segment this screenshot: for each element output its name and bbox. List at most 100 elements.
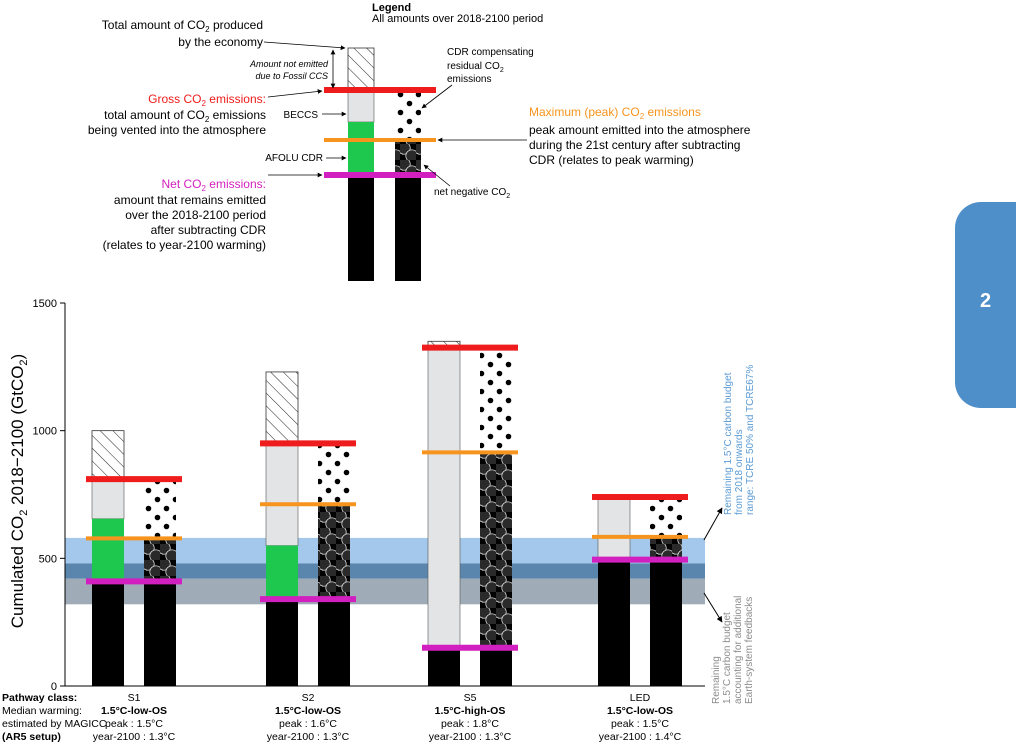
beccs-segment (427, 347, 461, 648)
legend-net-negative-segment (395, 140, 421, 175)
y-tick-label: 500 (39, 553, 57, 565)
net-emissions-segment (598, 559, 630, 686)
net-negative-segment (650, 536, 682, 560)
y-tick-label: 0 (51, 681, 57, 693)
net-emissions-segment-right (144, 581, 176, 686)
net-negative-segment (144, 538, 176, 582)
y-tick-label: 1500 (33, 298, 57, 310)
legend-peak-desc-2: during the 21st century after subtractin… (529, 138, 740, 152)
budget-lower-line1: Remaining (711, 656, 722, 704)
row-labels: Pathway class: Median warming: estimated… (2, 692, 107, 743)
y-ticks: 0 500 1000 1500 (33, 298, 65, 693)
budget-band-overlap (65, 563, 705, 579)
budget-lower-line2: 1.5°C carbon budget (722, 612, 733, 704)
budget-label-upper: Remaining 1.5°C carbon budget from 2018 … (723, 365, 756, 515)
net-emissions-segment-right (650, 559, 682, 686)
beccs-segment (597, 496, 631, 560)
pathway-LED (592, 494, 688, 686)
pathway-S2 (260, 371, 356, 686)
pathway-name: S1 (128, 692, 141, 704)
cdr-compensating-segment (650, 497, 682, 537)
net-emissions-segment-right (318, 599, 350, 686)
legend-cdr-comp-label-3: emissions (447, 74, 491, 85)
legend-ccs-label: Amount not emitted (249, 59, 329, 69)
chart: 0 500 1000 1500 Cumulated CO2 2018−2100 (Gt… (8, 298, 756, 704)
row-label-warming: Median warming: (2, 705, 82, 717)
beccs-segment (265, 443, 299, 546)
cdr-compensating-segment (144, 479, 176, 539)
budget-upper-arrow (703, 507, 723, 541)
pathway-peak-warming: peak : 1.5°C (105, 718, 163, 730)
pathway-2100-warming: year-2100 : 1.3°C (93, 731, 176, 743)
pathway-peak-warming: peak : 1.8°C (441, 718, 499, 730)
y-axis (64, 303, 705, 687)
row-label-setup: (AR5 setup) (2, 731, 61, 743)
legend-net-segment (348, 175, 374, 281)
pathway-2100-warming: year-2100 : 1.4°C (599, 731, 682, 743)
pathway-2100-warming: year-2100 : 1.3°C (429, 731, 512, 743)
legend-beccs-label: BECCS (284, 110, 319, 121)
budget-lower-arrow (703, 592, 723, 623)
fossil-ccs-segment (265, 371, 299, 444)
pathway-class: 1.5°C-low-OS (101, 705, 167, 717)
chapter-number: 2 (979, 290, 992, 312)
legend-gross-desc-2: being vented into the atmosphere (88, 123, 266, 137)
fossil-ccs-segment (91, 430, 125, 480)
legend-ccs-label-2: due to Fossil CCS (255, 71, 328, 81)
pathway-class: 1.5°C-low-OS (275, 705, 341, 717)
legend-net-segment-right (395, 175, 421, 281)
legend-peak-desc: peak amount emitted into the atmosphere (529, 123, 751, 137)
pathway-bars (86, 340, 688, 686)
pathway-peak-warming: peak : 1.5°C (611, 718, 669, 730)
beccs-segment (91, 478, 125, 520)
legend-peak-desc-3: CDR (relates to peak warming) (529, 153, 694, 167)
legend-net-desc-3: after subtracting CDR (151, 223, 267, 237)
legend: Legend All amounts over 2018-2100 period… (88, 2, 751, 281)
legend-cdr-comp-label-2: residual CO2 (447, 61, 504, 74)
cdr-compensating-segment (480, 347, 512, 453)
budget-upper-line3: range: TCRE 50% and TCRE67% (745, 365, 756, 515)
legend-net-desc-2: over the 2018-2100 period (125, 208, 266, 222)
legend-net-desc-4: (relates to year-2100 warming) (103, 238, 266, 252)
row-label-class: Pathway class: (2, 692, 77, 704)
legend-beccs-segment (347, 89, 375, 123)
pathway-name: S5 (464, 692, 477, 704)
budget-label-lower: Remaining 1.5°C carbon budget accounting… (711, 596, 755, 704)
net-emissions-segment-right (480, 647, 512, 686)
pathway-class: 1.5°C-high-OS (435, 705, 506, 717)
pathway-peak-warming: peak : 1.6°C (279, 718, 337, 730)
pathway-2100-warming: year-2100 : 1.3°C (267, 731, 350, 743)
pathway-name: S2 (302, 692, 315, 704)
pathway-S1 (86, 430, 182, 686)
legend-fossil-ccs-segment (347, 47, 375, 91)
budget-upper-line1: Remaining 1.5°C carbon budget (723, 372, 734, 515)
y-tick-label: 1000 (33, 426, 57, 438)
pathway-name: LED (630, 692, 651, 704)
net-emissions-segment (428, 647, 460, 686)
net-emissions-segment (266, 599, 298, 686)
legend-afolu-segment (348, 122, 374, 175)
net-negative-segment (480, 452, 512, 648)
chapter-tab: 2 (955, 202, 1016, 408)
net-negative-segment (318, 504, 350, 600)
legend-peak-title: Maximum (peak) CO2 emissions (529, 105, 701, 121)
budget-upper-line2: from 2018 onwards (734, 429, 745, 515)
legend-title: Legend (372, 2, 411, 14)
y-axis-label: Cumulated CO2 2018−2100 (GtCO2) (8, 354, 30, 628)
legend-subtitle: All amounts over 2018-2100 period (372, 13, 543, 25)
legend-total-label: Total amount of CO2 produced (102, 18, 263, 34)
net-emissions-segment (92, 581, 124, 686)
legend-gross-desc: total amount of CO2 emissions (104, 108, 266, 124)
legend-net-title: Net CO2 emissions: (162, 177, 267, 193)
pathway-class: 1.5°C-low-OS (607, 705, 673, 717)
legend-total-label-2: by the economy (178, 35, 263, 49)
legend-afolu-label: AFOLU CDR (265, 153, 323, 164)
legend-cdr-compensating-segment (395, 90, 421, 140)
afolu-cdr-segment (266, 545, 298, 600)
afolu-cdr-segment (92, 518, 124, 582)
pathway-S5 (422, 340, 518, 686)
legend-net-desc: amount that remains emitted (114, 193, 266, 207)
budget-lower-line3: accounting for additional (733, 596, 744, 704)
row-label-magicc: estimated by MAGICC (2, 718, 107, 730)
